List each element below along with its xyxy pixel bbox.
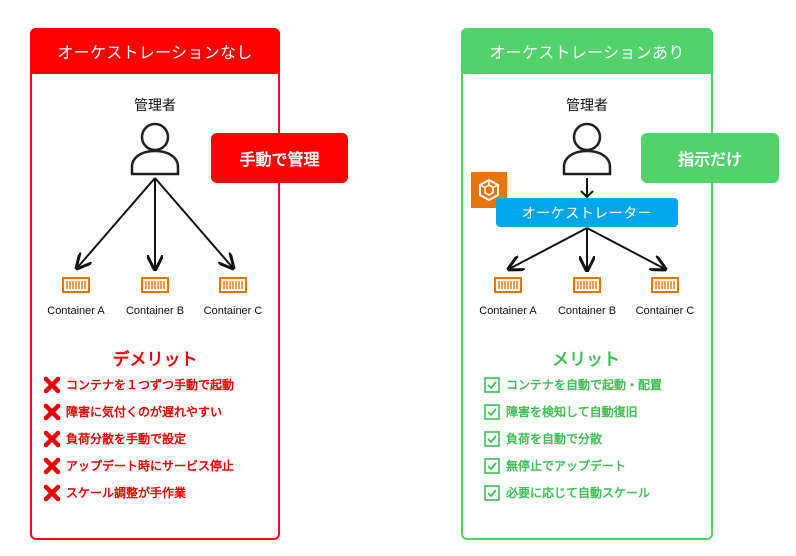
container-icon	[219, 277, 247, 293]
container-icon	[141, 277, 169, 293]
checkbox-icon	[482, 456, 502, 476]
arrow-to-container-a-left	[77, 177, 156, 268]
user-icon-right	[562, 122, 612, 176]
list-item: 障害に気付くのが遅れやすい	[42, 398, 234, 425]
list-item: アップデート時にサービス停止	[42, 452, 234, 479]
cross-icon	[42, 456, 62, 476]
arrow-to-orchestrator	[580, 178, 594, 199]
list-item: 負荷分散を手動で設定	[42, 425, 234, 452]
container-label: Container B	[125, 305, 185, 317]
panel-header-with: オーケストレーションあり	[461, 28, 713, 74]
merits-list: コンテナを自動で起動・配置 障害を検知して自動復旧 負荷を自動で分散 無停止でア…	[482, 371, 662, 506]
arrow-to-container-a-right	[509, 227, 588, 269]
cross-icon	[42, 375, 62, 395]
container-icon	[651, 277, 679, 293]
demerits-list: コンテナを１つずつ手動で起動 障害に気付くのが遅れやすい 負荷分散を手動で設定 …	[42, 371, 234, 506]
admin-label-right: 管理者	[566, 98, 608, 114]
list-item-text: 必要に応じて自動スケール	[506, 486, 651, 500]
user-icon-left	[130, 122, 180, 176]
arrow-to-container-c-right	[586, 227, 665, 269]
list-item-text: 無停止でアップデート	[506, 459, 627, 473]
container-icon	[62, 277, 90, 293]
container-icon	[573, 277, 601, 293]
arrows-right	[492, 227, 682, 276]
list-item: スケール調整が手作業	[42, 479, 234, 506]
container-label: Container A	[479, 305, 537, 317]
container-icon	[494, 277, 522, 293]
checkbox-icon	[482, 483, 502, 503]
cross-icon	[42, 483, 62, 503]
list-item-text: 障害に気付くのが遅れやすい	[66, 405, 223, 419]
cross-icon	[42, 429, 62, 449]
container-label: Container C	[203, 305, 263, 317]
list-item-text: 負荷分散を手動で設定	[66, 432, 187, 446]
list-item: コンテナを１つずつ手動で起動	[42, 371, 234, 398]
checkbox-icon	[482, 429, 502, 449]
list-item: 無停止でアップデート	[482, 452, 662, 479]
list-item: コンテナを自動で起動・配置	[482, 371, 662, 398]
list-item-text: アップデート時にサービス停止	[66, 459, 235, 473]
container-label: Container C	[635, 305, 695, 317]
container-label: Container B	[557, 305, 617, 317]
list-item-text: コンテナを１つずつ手動で起動	[66, 378, 235, 392]
cross-icon	[42, 402, 62, 422]
list-item: 障害を検知して自動復旧	[482, 398, 662, 425]
checkbox-icon	[482, 375, 502, 395]
list-item: 負荷を自動で分散	[482, 425, 662, 452]
arrows-left	[60, 177, 260, 275]
list-item: 必要に応じて自動スケール	[482, 479, 662, 506]
instruction-only-badge: 指示だけ	[641, 133, 779, 183]
manual-management-badge: 手動で管理	[211, 133, 348, 183]
list-item-text: スケール調整が手作業	[66, 486, 187, 500]
demerits-title: デメリット	[112, 350, 198, 370]
container-label: Container A	[47, 305, 105, 317]
list-item-text: コンテナを自動で起動・配置	[506, 378, 663, 392]
admin-label-left: 管理者	[134, 98, 176, 114]
merits-title: メリット	[552, 350, 620, 370]
arrow-to-container-c-left	[154, 177, 233, 268]
panel-header-without: オーケストレーションなし	[30, 28, 280, 74]
list-item-text: 負荷を自動で分散	[506, 432, 603, 446]
checkbox-icon	[482, 402, 502, 422]
list-item-text: 障害を検知して自動復旧	[506, 405, 638, 419]
orchestrator-box: オーケストレーター	[496, 198, 678, 227]
